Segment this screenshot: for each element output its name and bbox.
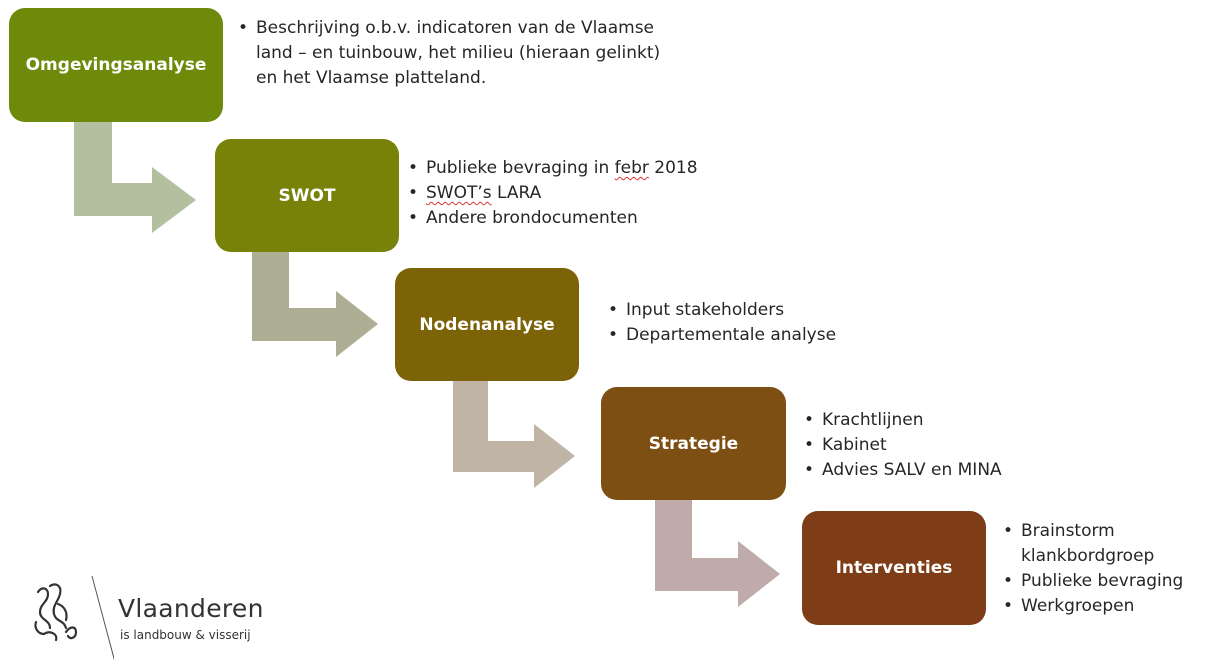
connector-arrow-4 bbox=[655, 500, 780, 607]
step-label: Nodenanalyse bbox=[419, 314, 555, 335]
step-label: Omgevingsanalyse bbox=[25, 55, 207, 75]
bullet-item: Advies SALV en MINA bbox=[804, 458, 1104, 483]
bullet-item: Brainstorm klankbordgroep bbox=[1003, 519, 1218, 569]
bullets-omgevingsanalyse: Beschrijving o.b.v. indicatoren van de V… bbox=[238, 16, 678, 91]
bullet-item: Beschrijving o.b.v. indicatoren van de V… bbox=[238, 16, 678, 91]
connector-arrow-3 bbox=[453, 381, 575, 488]
bullet-item: Publieke bevraging in febr 2018 bbox=[408, 156, 808, 181]
logo-name: Vlaanderen bbox=[118, 594, 264, 623]
bullet-item: Werkgroepen bbox=[1003, 594, 1218, 619]
step-label: Interventies bbox=[835, 558, 953, 578]
bullet-item: Krachtlijnen bbox=[804, 408, 1104, 433]
step-box-strategie: Strategie bbox=[601, 387, 786, 500]
step-label: Strategie bbox=[648, 433, 739, 454]
bullet-item: Input stakeholders bbox=[608, 298, 1008, 323]
step-box-nodenanalyse: Nodenanalyse bbox=[395, 268, 579, 381]
connector-arrow-2 bbox=[252, 252, 378, 357]
flemish-lion-icon bbox=[34, 576, 114, 661]
bullets-swot: Publieke bevraging in febr 2018 SWOT’s L… bbox=[408, 156, 808, 231]
bullet-item: Andere brondocumenten bbox=[408, 206, 808, 231]
bullets-nodenanalyse: Input stakeholders Departementale analys… bbox=[608, 298, 1008, 348]
bullet-item: Publieke bevraging bbox=[1003, 569, 1218, 594]
connector-arrow-1 bbox=[74, 122, 196, 233]
step-box-swot: SWOT bbox=[215, 139, 399, 252]
step-box-interventies: Interventies bbox=[802, 511, 986, 625]
bullet-item: Kabinet bbox=[804, 433, 1104, 458]
bullets-strategie: Krachtlijnen Kabinet Advies SALV en MINA bbox=[804, 408, 1104, 483]
bullet-item: SWOT’s LARA bbox=[408, 181, 808, 206]
spellcheck-marked-word: febr bbox=[614, 158, 649, 178]
step-label: SWOT bbox=[278, 185, 336, 206]
bullets-interventies: Brainstorm klankbordgroep Publieke bevra… bbox=[1003, 519, 1218, 619]
logo-subtitle: is landbouw & visserij bbox=[120, 628, 251, 642]
spellcheck-marked-word: SWOT’s bbox=[426, 183, 492, 203]
step-box-omgevingsanalyse: Omgevingsanalyse bbox=[9, 8, 223, 122]
bullet-item: Departementale analyse bbox=[608, 323, 1008, 348]
